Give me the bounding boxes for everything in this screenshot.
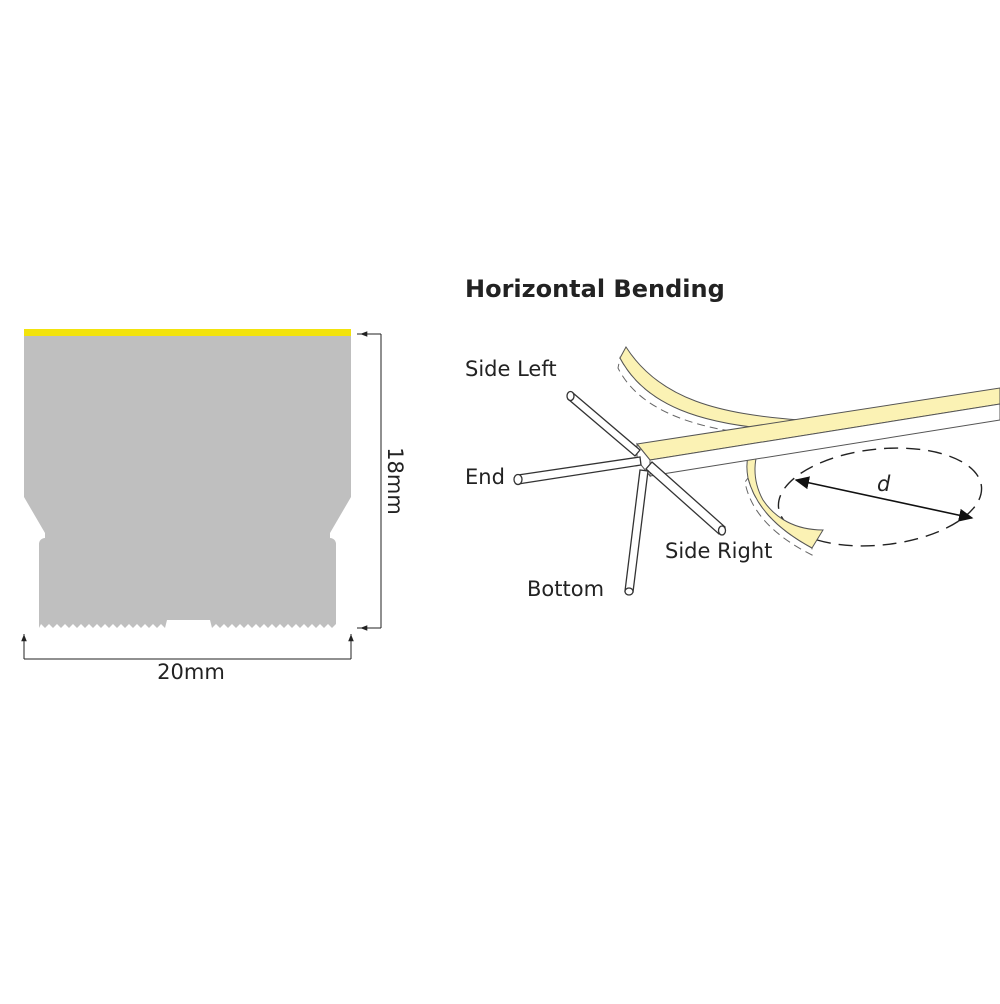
axis-rods: [513, 390, 727, 596]
end-label: End: [465, 465, 505, 489]
height-label: 18mm: [383, 447, 407, 515]
side-left-label: Side Left: [465, 357, 557, 381]
profile-body: [24, 334, 351, 628]
diameter-label: d: [877, 472, 891, 496]
side-right-label: Side Right: [665, 539, 772, 563]
width-dimension: 20mm: [21, 634, 354, 684]
profile-cross-section: 18mm 20mm: [21, 329, 407, 684]
bend-ellipse: [777, 447, 983, 547]
bottom-label: Bottom: [527, 577, 604, 601]
diameter-arrow: [794, 476, 974, 522]
horizontal-bending-illustration: Horizontal Bending: [465, 275, 1000, 601]
emitter-strip: [24, 329, 351, 336]
width-label: 20mm: [157, 660, 225, 684]
height-dimension: 18mm: [357, 331, 407, 631]
bending-title: Horizontal Bending: [465, 275, 725, 303]
